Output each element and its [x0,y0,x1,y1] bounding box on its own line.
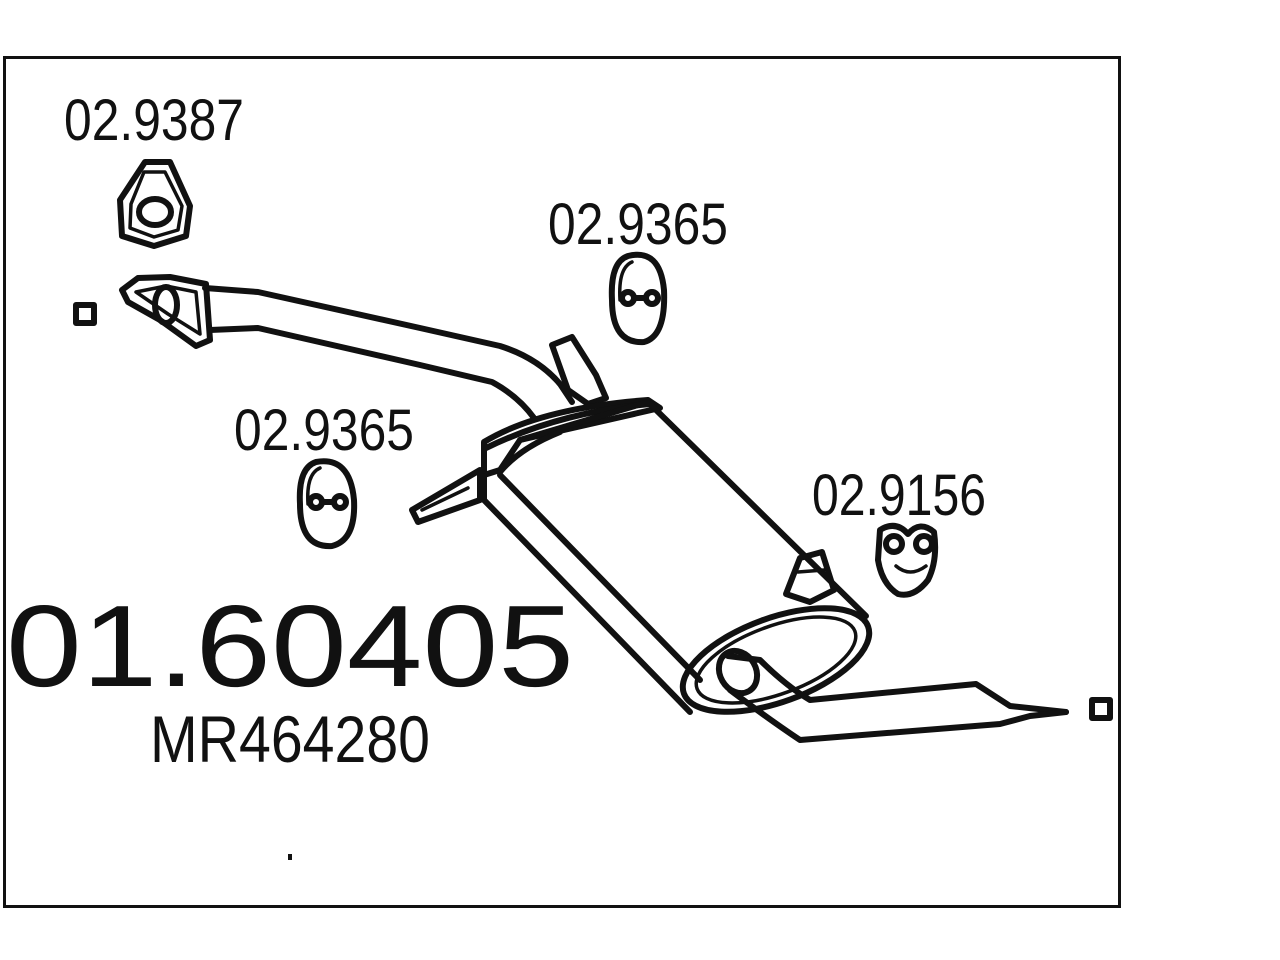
rubber-hanger-rear-icon [875,522,939,598]
callout-hanger-rear: 02.9156 [812,463,986,528]
inlet-flange-icon [119,274,213,349]
oe-reference: MR464280 [150,702,430,776]
callout-hanger-middle: 02.9365 [548,192,728,257]
rubber-hanger-middle-icon [608,251,668,346]
rubber-hanger-front-icon [296,458,358,550]
end-marker-icon [1089,697,1113,721]
end-marker-icon [73,302,97,326]
front-pipe-icon [202,285,609,421]
callout-gasket: 02.9387 [64,88,244,153]
speck [288,854,292,860]
callout-hanger-front: 02.9365 [234,398,414,463]
diagram-frame [3,56,1121,908]
main-part-number: 01.60405 [6,581,574,711]
silencer-icon [409,397,873,715]
gasket-icon [117,159,193,249]
tail-pipe-icon [715,647,1069,743]
